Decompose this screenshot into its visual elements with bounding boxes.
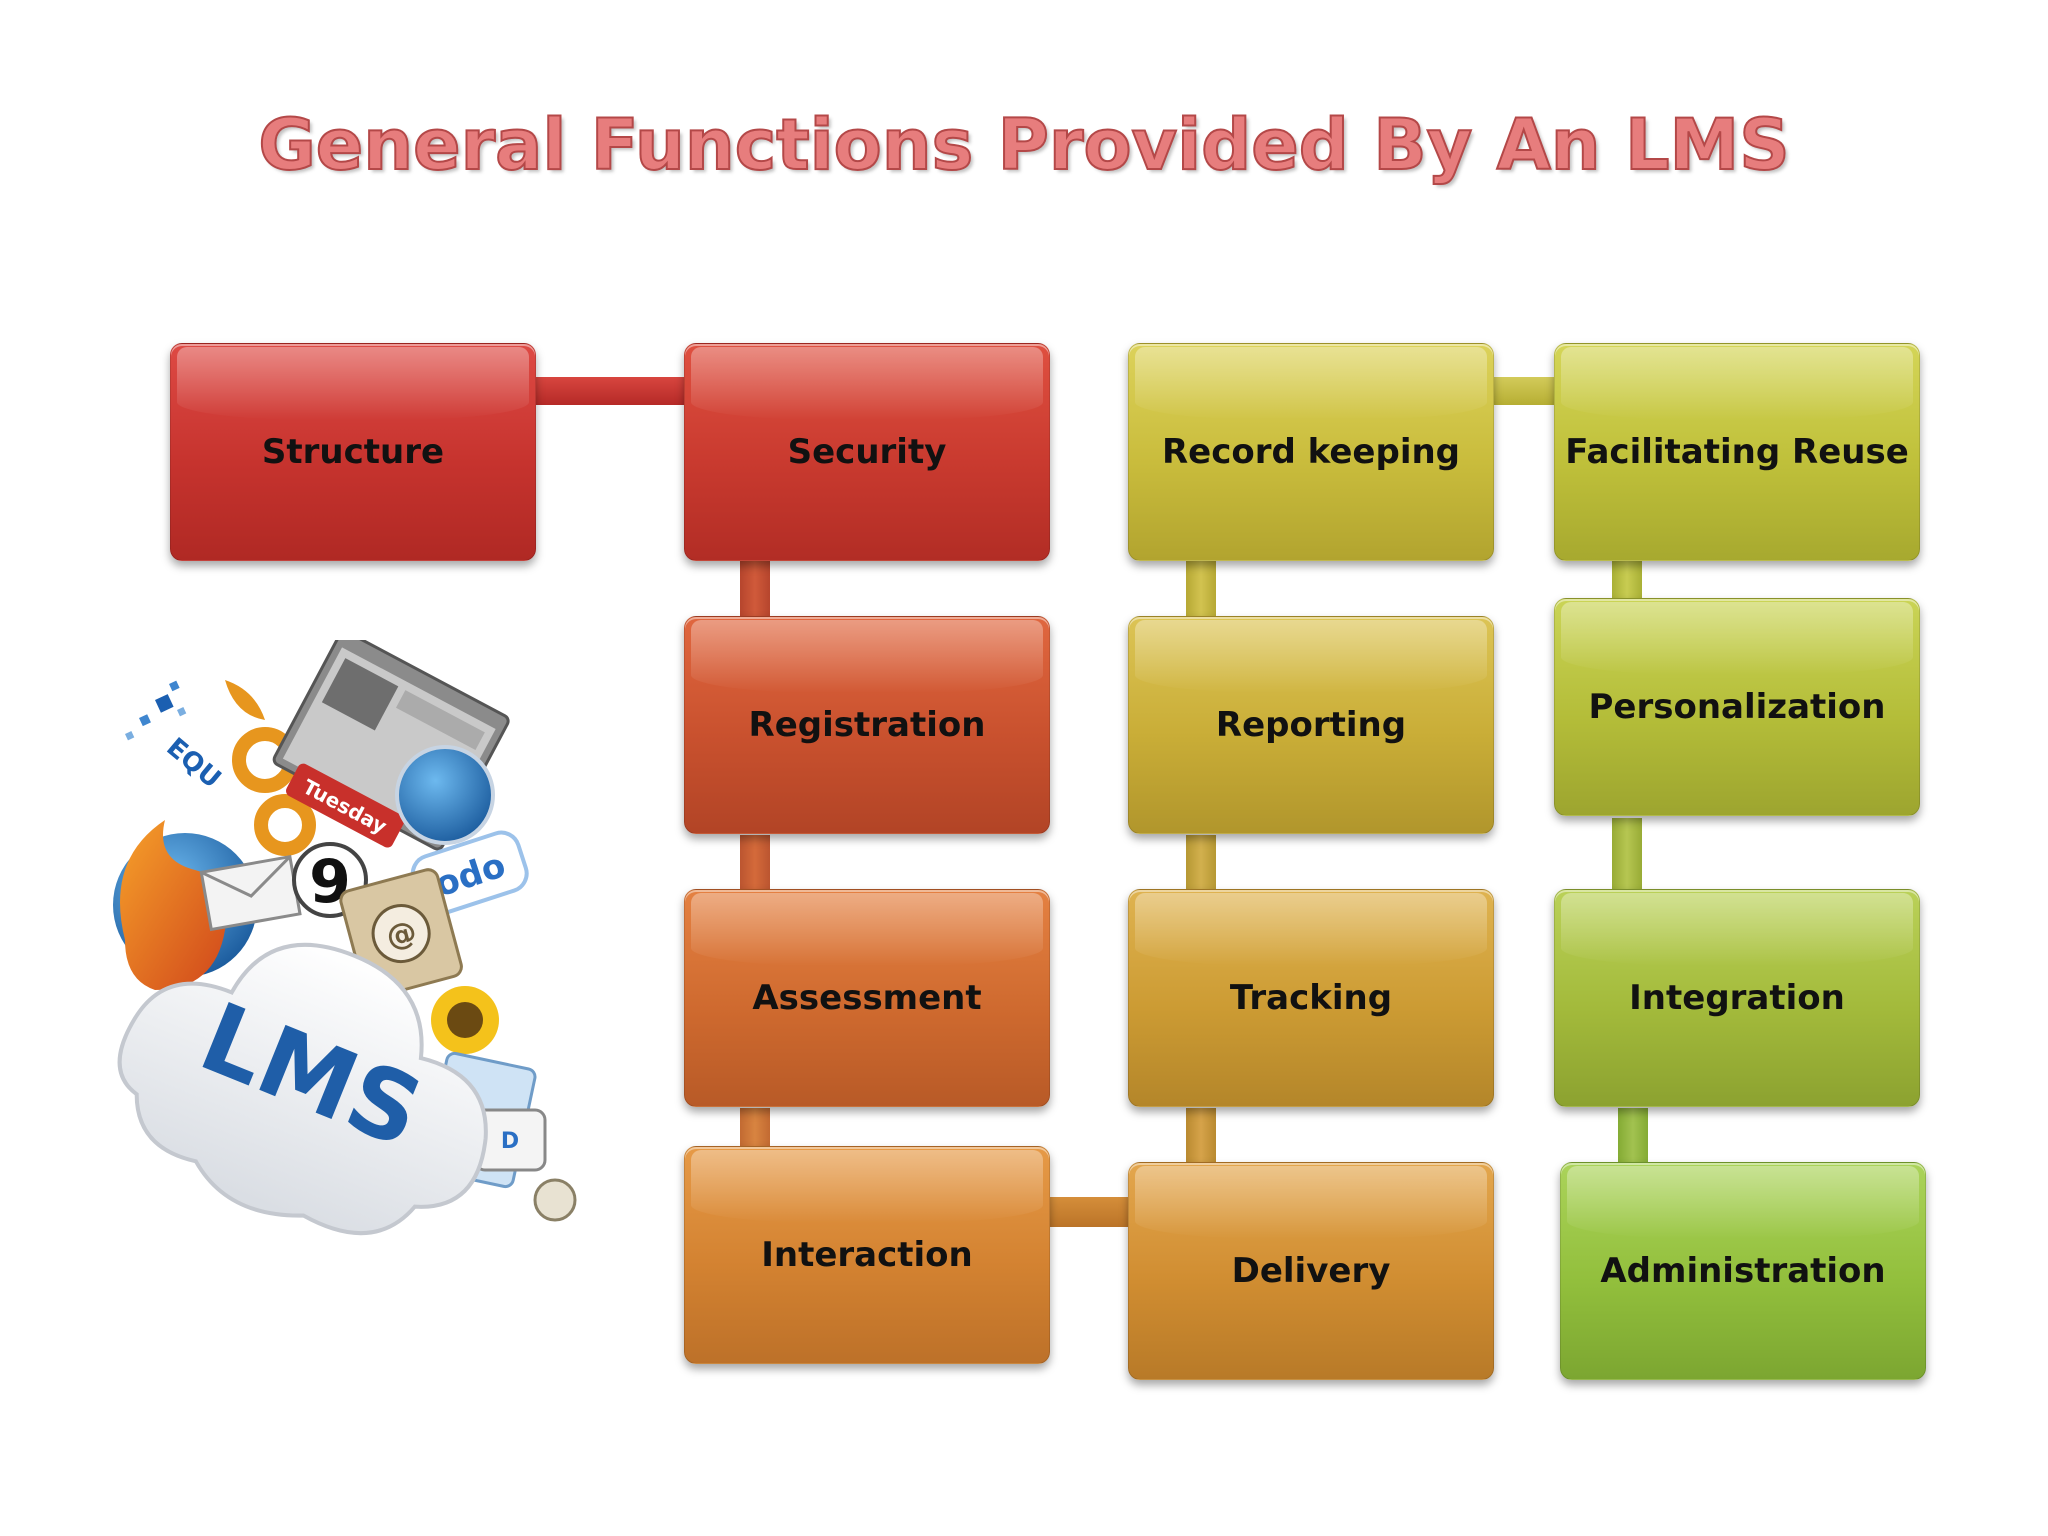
connector-integration-administration <box>1618 1108 1648 1164</box>
node-administration: Administration <box>1560 1162 1926 1380</box>
node-integration-label: Integration <box>1629 978 1845 1018</box>
lms-cloud-icon: LMS <box>117 942 488 1236</box>
node-structure-label: Structure <box>261 432 445 472</box>
connector-facilitating-personalization <box>1612 560 1642 600</box>
node-tracking: Tracking <box>1128 889 1494 1107</box>
connector-security-registration <box>740 560 770 620</box>
node-structure: Structure <box>170 343 536 561</box>
node-registration-label: Registration <box>748 705 986 745</box>
node-facilitating-reuse-label: Facilitating Reuse <box>1565 432 1909 472</box>
node-integration: Integration <box>1554 889 1920 1107</box>
node-interaction: Interaction <box>684 1146 1050 1364</box>
logo-text: EQU <box>161 732 227 794</box>
node-security-label: Security <box>787 432 947 472</box>
node-registration: Registration <box>684 616 1050 834</box>
connector-interaction-delivery <box>1048 1197 1128 1227</box>
orange-letters-icon <box>225 680 316 856</box>
node-personalization-label: Personalization <box>1588 687 1886 727</box>
node-security: Security <box>684 343 1050 561</box>
node-delivery: Delivery <box>1128 1162 1494 1380</box>
connector-registration-assessment <box>740 835 770 895</box>
connector-recordkeeping-facilitating <box>1490 377 1556 405</box>
globe-icon <box>395 745 495 845</box>
node-reporting-label: Reporting <box>1215 705 1407 745</box>
node-record-keeping-label: Record keeping <box>1161 432 1461 472</box>
sunflower-icon <box>431 986 499 1054</box>
slide-title: General Functions Provided By An LMS <box>257 103 1790 187</box>
node-administration-label: Administration <box>1600 1251 1886 1291</box>
node-assessment: Assessment <box>684 889 1050 1107</box>
pixel-logo-icon: EQU <box>124 680 227 795</box>
connector-personalization-integration <box>1612 818 1642 894</box>
node-record-keeping: Record keeping <box>1128 343 1494 561</box>
node-facilitating-reuse: Facilitating Reuse <box>1554 343 1920 561</box>
connector-tracking-delivery <box>1186 1108 1216 1164</box>
node-tracking-label: Tracking <box>1229 978 1393 1018</box>
lms-illustration: EQU Tuesday odo 9 <box>113 640 577 1236</box>
connector-recordkeeping-reporting <box>1186 560 1216 620</box>
svg-text:D: D <box>501 1129 519 1154</box>
connector-structure-security <box>535 377 685 405</box>
connector-reporting-tracking <box>1186 835 1216 895</box>
node-interaction-label: Interaction <box>761 1235 973 1275</box>
connector-assessment-interaction <box>740 1108 770 1148</box>
node-reporting: Reporting <box>1128 616 1494 834</box>
node-delivery-label: Delivery <box>1231 1251 1391 1291</box>
node-assessment-label: Assessment <box>752 978 982 1018</box>
node-personalization: Personalization <box>1554 598 1920 816</box>
